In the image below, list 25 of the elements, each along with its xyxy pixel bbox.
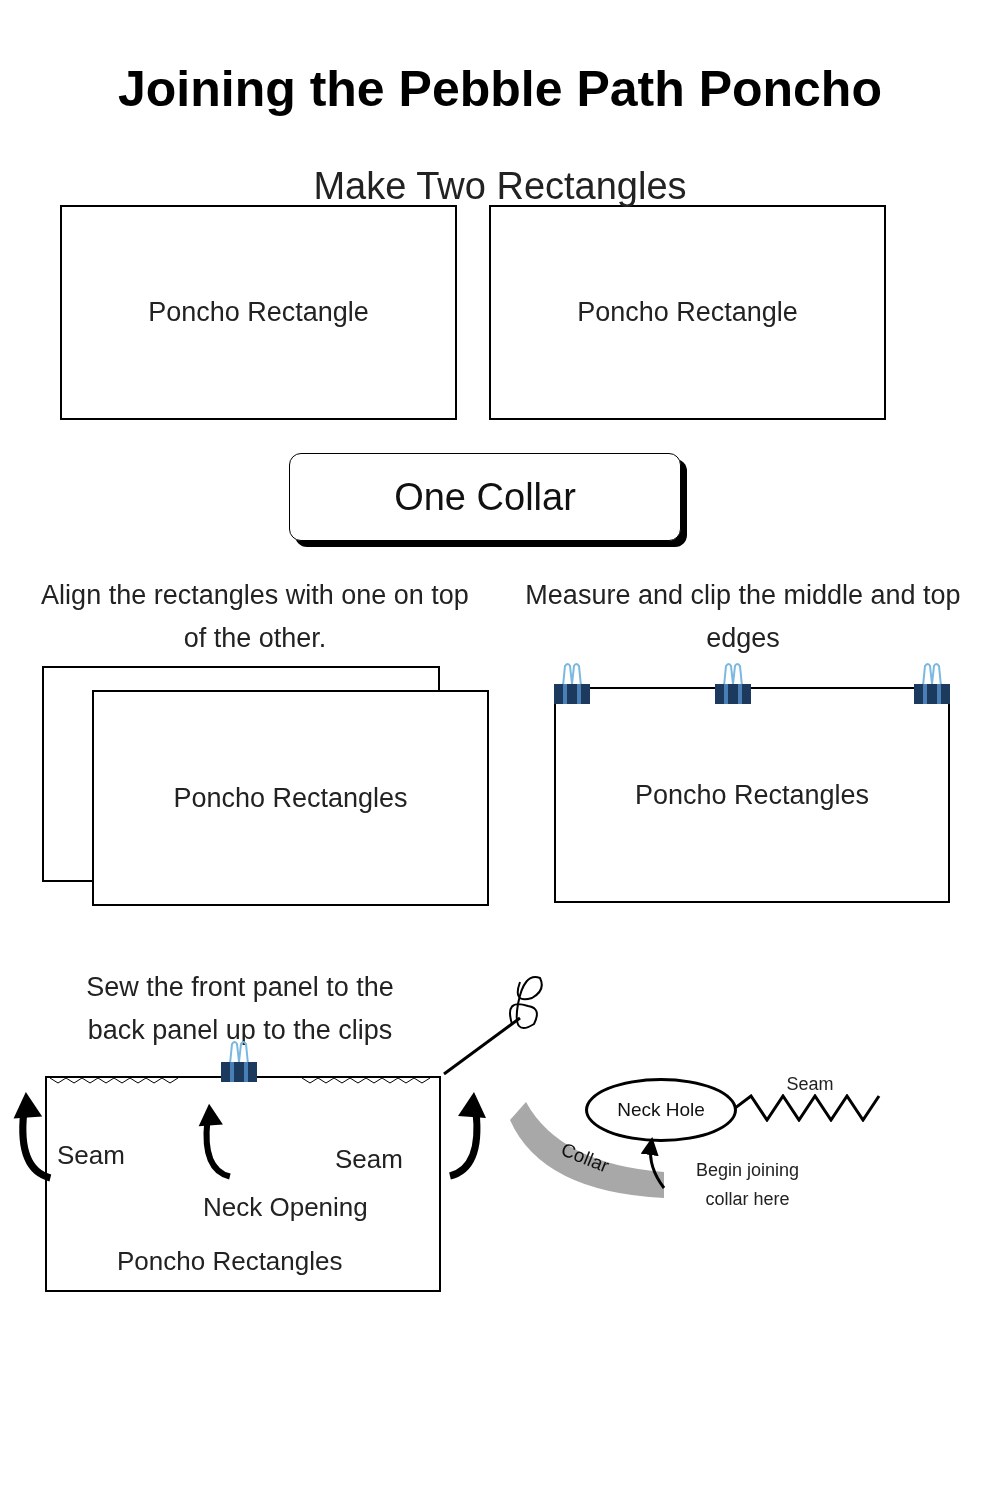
panel-label: Poncho Rectangle — [148, 296, 369, 330]
back-rectangle-panel — [42, 666, 440, 882]
step-instruction: Align the rectangles with one on top of the other. — [40, 579, 470, 656]
opening-label: Neck Opening — [203, 1191, 368, 1224]
front-rectangle-panel — [92, 690, 489, 906]
collar-label: Collar — [557, 1137, 614, 1179]
panel-label: Poncho Rectangles — [634, 778, 870, 812]
panel-label: Poncho Rectangles — [117, 1245, 343, 1278]
step-note: Begin joining collar here — [694, 1159, 801, 1211]
collar-band — [510, 1100, 666, 1200]
seam-label: Seam — [57, 1139, 125, 1172]
diagram-title: Joining the Pebble Path Poncho — [117, 60, 883, 119]
curved-arrow — [641, 1137, 666, 1189]
rectangle-panel — [60, 205, 457, 420]
step-instruction: Sew the front panel to the back panel up to the clips — [85, 971, 395, 1048]
rectangle-panel — [489, 205, 886, 420]
panel-label: Poncho Rectangles — [173, 781, 408, 815]
seam-label: Seam — [785, 1073, 835, 1096]
neck-hole-label: Neck Hole — [617, 1097, 705, 1122]
sewn-rectangle-panel — [45, 1076, 441, 1292]
step-heading: Make Two Rectangles — [312, 164, 688, 209]
seam-label: Seam — [335, 1143, 403, 1176]
panel-label: Poncho Rectangle — [577, 296, 798, 330]
collar-label: One Collar — [394, 474, 576, 520]
step-instruction: Measure and clip the middle and top edges — [524, 579, 962, 656]
